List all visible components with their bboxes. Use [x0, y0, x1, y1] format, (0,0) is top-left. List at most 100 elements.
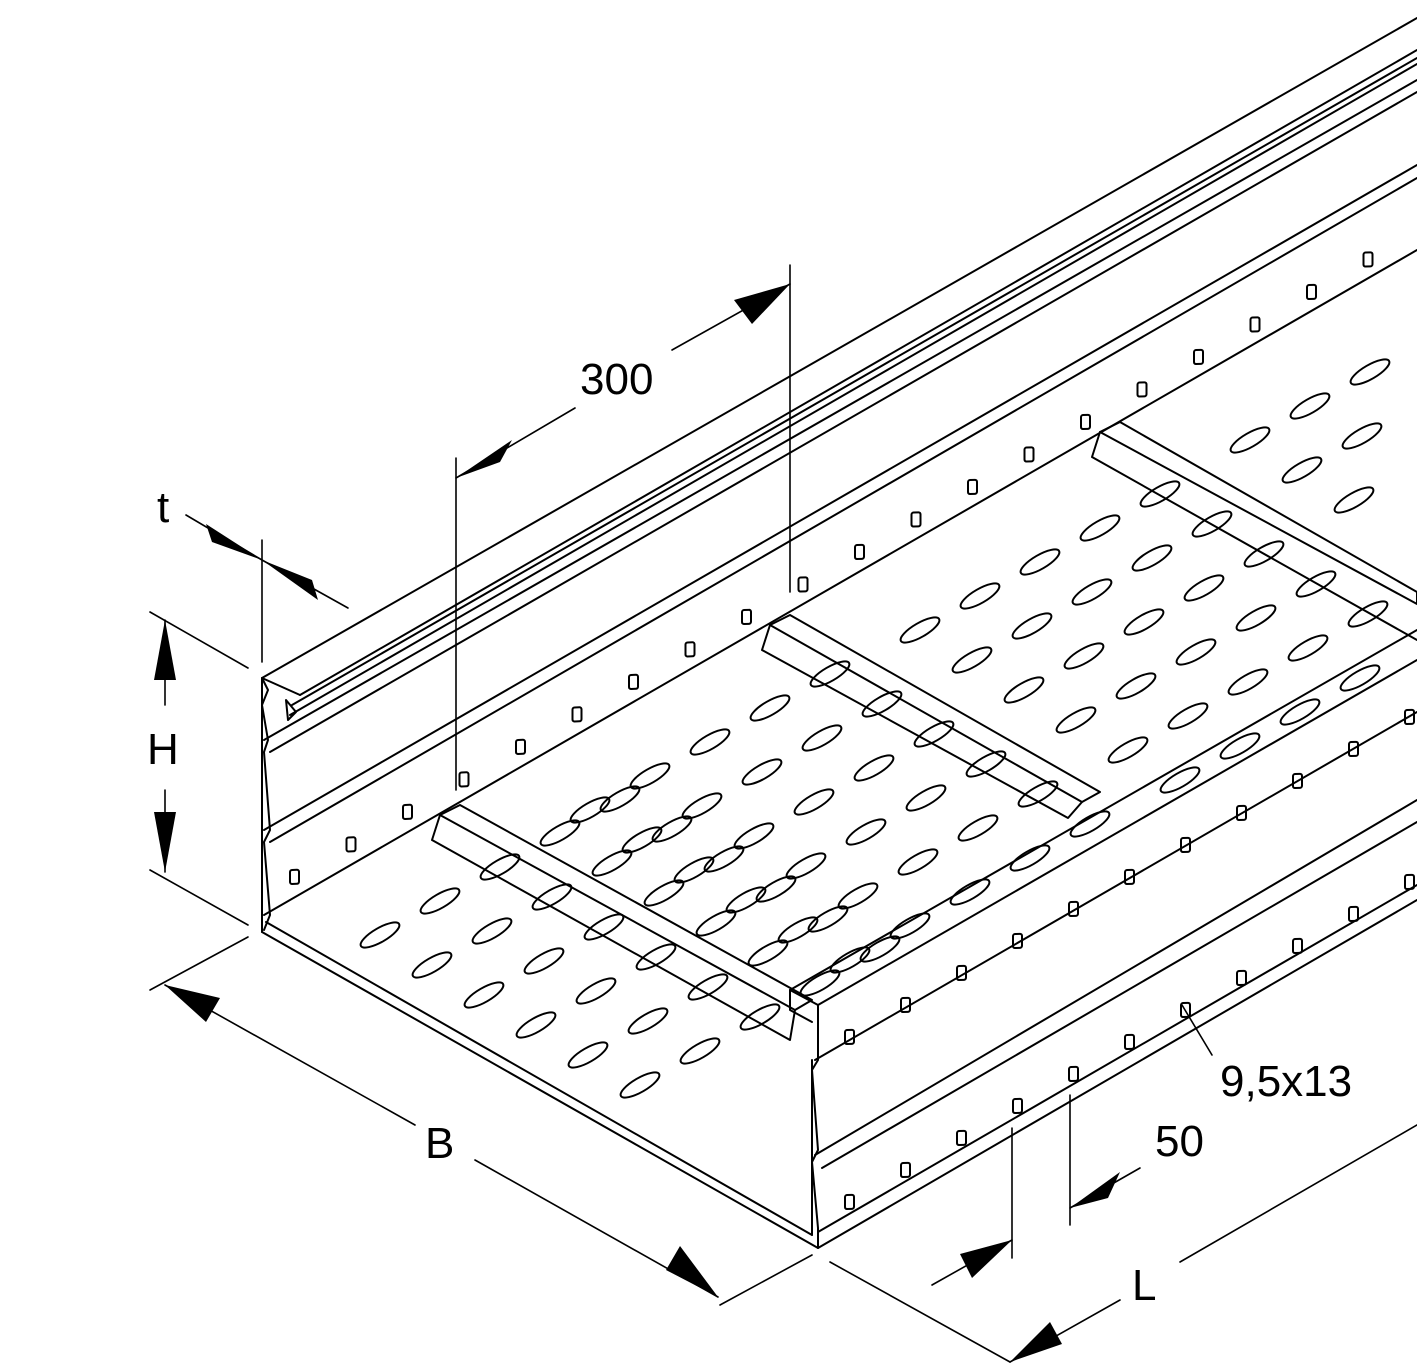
floor-slot: [1287, 634, 1329, 662]
far-wall-slot: [402, 803, 413, 820]
floor-slot: [651, 815, 693, 843]
floor-slot: [619, 1071, 661, 1099]
floor-slot: [627, 1007, 669, 1035]
label-hole-size: 9,5x13: [1220, 1057, 1353, 1106]
floor-slot: [1279, 698, 1321, 726]
far-wall-slot: [289, 868, 300, 885]
floor-slot: [1167, 702, 1209, 730]
near-wall-slot: [1292, 937, 1303, 955]
far-wall-slot: [1362, 251, 1374, 268]
floor-slot: [1107, 736, 1149, 764]
floor-slot: [777, 916, 819, 944]
near-wall-slot: [1236, 969, 1247, 987]
cross-connector-1: [431, 804, 813, 1041]
floor-slot: [1347, 600, 1389, 628]
floor-slots: [359, 358, 1391, 1099]
floor-slot: [599, 785, 641, 813]
floor-slot: [1243, 540, 1285, 568]
far-wall-slot: [1193, 348, 1204, 366]
label-width-b: B: [425, 1119, 455, 1168]
floor-slot: [703, 845, 745, 873]
near-wall-slot: [1012, 1097, 1023, 1115]
floor-slot: [679, 1037, 721, 1065]
floor-slot: [837, 882, 879, 910]
far-wall-slot: [910, 511, 922, 528]
floor-slot: [829, 946, 871, 974]
floor-slot: [749, 694, 791, 722]
floor-slot: [621, 826, 663, 854]
near-wall-slot: [956, 1129, 967, 1147]
far-wall-slot: [967, 478, 978, 496]
floor-slot: [463, 981, 505, 1009]
label-hole-pitch-50: 50: [1155, 1117, 1204, 1166]
floor-slot: [411, 951, 453, 979]
label-spacing-300: 300: [580, 355, 654, 404]
floor-slot: [725, 886, 767, 914]
floor-slot: [747, 939, 789, 967]
arrow-t-right: [262, 560, 318, 600]
floor-slot: [807, 905, 849, 933]
near-wall-slot: [1012, 932, 1023, 950]
floor-slot: [785, 852, 827, 880]
floor-slot: [951, 646, 993, 674]
arrow-h-top: [154, 620, 176, 680]
floor-slot: [539, 819, 581, 847]
floor-slot: [1063, 642, 1105, 670]
floor-slot: [591, 849, 633, 877]
arrow-b-right: [666, 1246, 718, 1297]
dimension-arrowheads: [154, 284, 1120, 1362]
near-wall-slot: [1404, 873, 1415, 891]
floor-slot: [733, 822, 775, 850]
floor-slot: [1123, 608, 1165, 636]
floor-slot: [1333, 486, 1375, 514]
arrow-b-left: [165, 985, 220, 1022]
arrow-h-bottom: [154, 812, 176, 872]
cross-connector-2: [761, 614, 1101, 819]
floor-slot: [673, 856, 715, 884]
far-wall-slot: [1136, 381, 1148, 398]
floor-slot: [575, 977, 617, 1005]
floor-slot: [913, 720, 955, 748]
near-wall-slot: [1236, 804, 1247, 822]
near-wall-slot: [1068, 900, 1079, 918]
floor-slot: [1183, 574, 1225, 602]
floor-slot: [1341, 422, 1383, 450]
floor-slot: [479, 853, 521, 881]
floor-slot: [1055, 706, 1097, 734]
floor-slot: [1003, 676, 1045, 704]
near-wall-slot: [1180, 836, 1191, 854]
floor-slot: [959, 582, 1001, 610]
floor-slot: [739, 1003, 781, 1031]
near-side-wall: [789, 629, 1417, 1249]
floor-slot: [1017, 780, 1059, 808]
far-wall-slot: [1306, 283, 1317, 301]
floor-slot: [897, 848, 939, 876]
near-wall-slot: [1124, 1033, 1135, 1051]
arrow-50-left: [960, 1240, 1012, 1278]
far-wall-slot: [628, 673, 639, 690]
far-wall-slot: [1249, 316, 1261, 333]
far-wall-slot: [345, 836, 357, 853]
floor-slot: [793, 788, 835, 816]
far-wall-slot: [1080, 413, 1091, 431]
label-thickness-t: t: [157, 483, 170, 532]
far-wall-slot: [684, 641, 696, 658]
floor-slot: [1159, 766, 1201, 794]
arrow-l-left: [1010, 1322, 1062, 1362]
floor-slot: [845, 818, 887, 846]
floor-slot: [801, 724, 843, 752]
floor-slot: [741, 758, 783, 786]
arrow-300-right: [734, 284, 790, 324]
floor-slot: [853, 754, 895, 782]
near-wall-slot: [1404, 708, 1415, 726]
near-wall-slot: [1124, 868, 1135, 886]
floor-slot: [689, 728, 731, 756]
label-height-h: H: [147, 725, 179, 774]
floor-slot: [1011, 612, 1053, 640]
floor-slot: [949, 878, 991, 906]
floor-slot: [643, 879, 685, 907]
near-wall-slot: [1180, 1001, 1191, 1019]
near-wall-slots: [844, 708, 1415, 1210]
floor-slot: [1229, 426, 1271, 454]
